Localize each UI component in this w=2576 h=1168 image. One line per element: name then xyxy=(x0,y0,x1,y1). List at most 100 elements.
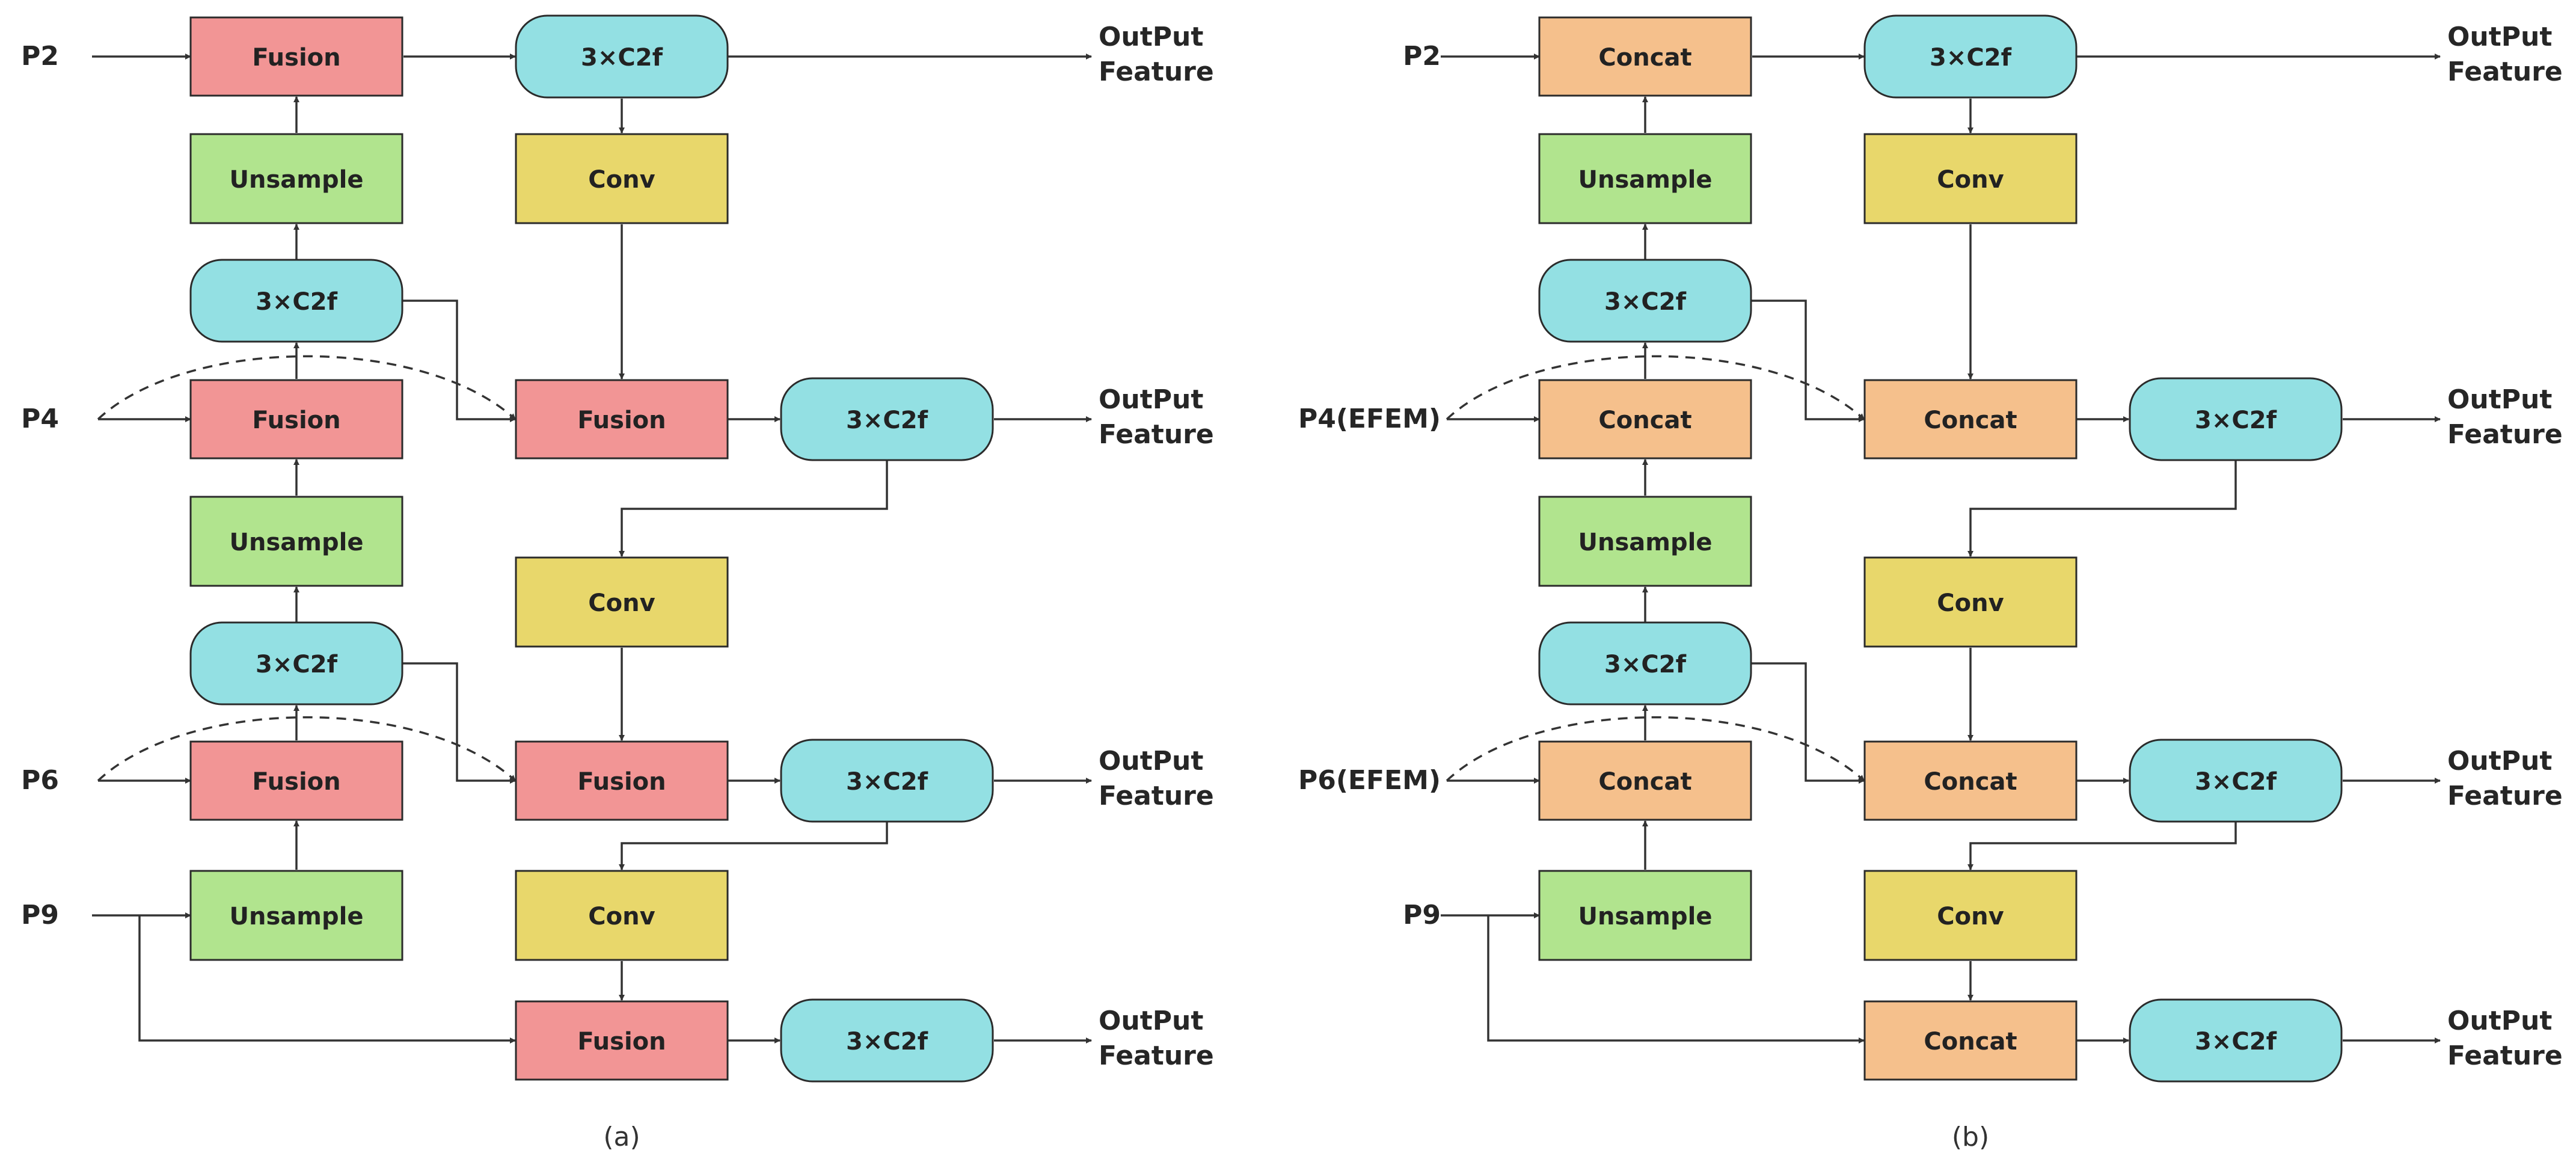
node-conv2 xyxy=(1863,556,2078,648)
edge-arrow xyxy=(619,822,888,870)
node-label-conv1: Conv xyxy=(1937,166,2004,194)
node-c2f-r1 xyxy=(780,377,994,461)
node-conv1 xyxy=(515,133,729,224)
edge-arrow xyxy=(619,461,888,557)
node-label-conv1: Conv xyxy=(588,166,655,194)
node-up2 xyxy=(1538,496,1752,587)
node-label-c2f-top: 3×C2f xyxy=(1930,44,2012,72)
node-c2f-top xyxy=(515,14,729,99)
edge-arrow xyxy=(402,662,516,784)
node-merge-p2 xyxy=(189,16,403,97)
node-label-merge-r3: Fusion xyxy=(577,1028,666,1056)
skip-connection-dashed xyxy=(1446,716,1865,782)
node-merge-r3 xyxy=(515,1000,729,1081)
skip-connection-dashed xyxy=(97,716,517,782)
edge-arrow xyxy=(1487,915,1865,1044)
node-label-up2: Unsample xyxy=(230,529,364,556)
node-conv3 xyxy=(515,870,729,961)
node-merge-p4 xyxy=(1538,379,1752,460)
node-label-merge-p4: Concat xyxy=(1598,407,1691,434)
node-c2f-l2 xyxy=(1538,621,1752,705)
node-c2f-r1 xyxy=(2129,377,2343,461)
node-up3 xyxy=(189,870,403,961)
node-label-c2f-l1: 3×C2f xyxy=(1604,288,1687,316)
node-c2f-r2 xyxy=(2129,739,2343,823)
node-merge-p6 xyxy=(189,740,403,821)
node-label-c2f-l1: 3×C2f xyxy=(256,288,338,316)
input-label-p4: P4 xyxy=(21,404,59,434)
node-label-c2f-l2: 3×C2f xyxy=(256,651,338,678)
panel-caption: (a) xyxy=(603,1122,640,1152)
node-merge-p2 xyxy=(1538,16,1752,97)
node-label-c2f-top: 3×C2f xyxy=(581,44,663,72)
node-label-merge-p2: Fusion xyxy=(252,44,340,72)
node-up3 xyxy=(1538,870,1752,961)
node-label-c2f-r1: 3×C2f xyxy=(846,407,928,434)
node-label-merge-r2: Fusion xyxy=(577,768,666,796)
node-label-merge-r1: Concat xyxy=(1924,407,2017,434)
node-label-merge-p4: Fusion xyxy=(252,407,340,434)
node-up1 xyxy=(189,133,403,224)
input-label-p9: P9 xyxy=(21,900,59,930)
edge-arrow xyxy=(1967,461,2237,557)
node-label-merge-r2: Concat xyxy=(1924,768,2017,796)
node-label-c2f-r3: 3×C2f xyxy=(2195,1028,2277,1056)
node-label-merge-r1: Fusion xyxy=(577,407,666,434)
node-c2f-top xyxy=(1863,14,2078,99)
edge-arrow xyxy=(1751,300,1865,422)
node-label-merge-p6: Fusion xyxy=(252,768,340,796)
node-merge-p6 xyxy=(1538,740,1752,821)
panel-caption: (b) xyxy=(1952,1122,1989,1152)
node-merge-p4 xyxy=(189,379,403,460)
input-label-p9: P9 xyxy=(1403,900,1441,930)
node-label-merge-p6: Concat xyxy=(1598,768,1691,796)
node-label-conv2: Conv xyxy=(1937,589,2004,617)
edge-arrow xyxy=(1751,662,1865,784)
node-c2f-r2 xyxy=(780,739,994,823)
node-c2f-r3 xyxy=(2129,998,2343,1083)
node-label-up3: Unsample xyxy=(1578,903,1713,930)
node-up1 xyxy=(1538,133,1752,224)
node-conv2 xyxy=(515,556,729,648)
node-c2f-l2 xyxy=(189,621,403,705)
node-label-conv3: Conv xyxy=(588,903,655,930)
input-label-p4: P4(EFEM) xyxy=(1298,404,1441,434)
skip-connection-dashed xyxy=(1446,355,1865,420)
edge-arrow xyxy=(402,300,516,422)
edge-arrow xyxy=(138,915,516,1044)
node-c2f-l1 xyxy=(1538,259,1752,343)
node-label-c2f-l2: 3×C2f xyxy=(1604,651,1687,678)
skip-connection-dashed xyxy=(97,355,517,420)
node-label-merge-p2: Concat xyxy=(1598,44,1691,72)
node-up2 xyxy=(189,496,403,587)
input-label-p6: P6 xyxy=(21,765,59,796)
edge-arrow xyxy=(1967,822,2237,870)
node-merge-r1 xyxy=(515,379,729,460)
node-merge-r1 xyxy=(1863,379,2078,460)
node-conv1 xyxy=(1863,133,2078,224)
node-merge-r2 xyxy=(515,740,729,821)
node-label-conv2: Conv xyxy=(588,589,655,617)
node-c2f-l1 xyxy=(189,259,403,343)
node-label-up3: Unsample xyxy=(230,903,364,930)
node-label-up1: Unsample xyxy=(230,166,364,194)
node-label-c2f-r2: 3×C2f xyxy=(2195,768,2277,796)
node-merge-r3 xyxy=(1863,1000,2078,1081)
input-label-p2: P2 xyxy=(1403,41,1441,72)
node-label-c2f-r2: 3×C2f xyxy=(846,768,928,796)
node-merge-r2 xyxy=(1863,740,2078,821)
node-label-conv3: Conv xyxy=(1937,903,2004,930)
node-c2f-r3 xyxy=(780,998,994,1083)
node-label-merge-r3: Concat xyxy=(1924,1028,2017,1056)
